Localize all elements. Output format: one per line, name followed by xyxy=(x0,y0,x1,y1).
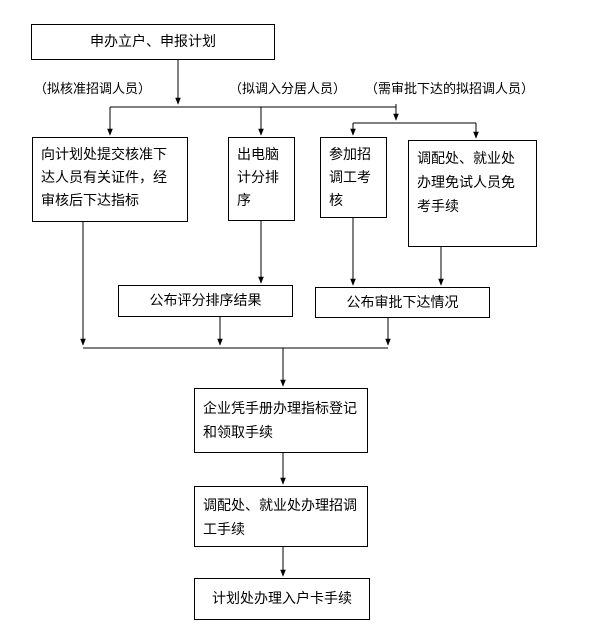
exempt-text: 调配处、就业处办理免试人员免考手续 xyxy=(417,151,515,215)
publish-approval-box: 公布审批下达情况 xyxy=(315,287,490,318)
computer-rank-text: 出电脑计分排序 xyxy=(237,147,279,209)
recruit-box: 调配处、就业处办理招调工手续 xyxy=(194,486,368,547)
submit-docs-box: 向计划处提交核准下达人员有关证件，经审核后下达指标 xyxy=(32,137,188,222)
computer-rank-box: 出电脑计分排序 xyxy=(228,137,295,221)
exam-text: 参加招调工考核 xyxy=(329,147,371,209)
label-settle: （拟调入分居人员） xyxy=(229,82,347,97)
publish-rank-text: 公布评分排序结果 xyxy=(149,293,262,309)
register-text: 企业凭手册办理指标登记和领取手续 xyxy=(203,401,357,441)
start-box: 申办立户、申报计划 xyxy=(31,24,275,60)
household-box: 计划处办理入户卡手续 xyxy=(194,578,370,620)
exempt-box: 调配处、就业处办理免试人员免考手续 xyxy=(408,140,537,247)
publish-approval-text: 公布审批下达情况 xyxy=(346,294,459,311)
publish-rank-box: 公布评分排序结果 xyxy=(118,285,293,317)
label-approved: （拟核准招调人员） xyxy=(34,82,152,97)
register-box: 企业凭手册办理指标登记和领取手续 xyxy=(194,388,368,453)
start-box-text: 申办立户、申报计划 xyxy=(90,34,216,50)
exam-box: 参加招调工考核 xyxy=(320,137,387,218)
recruit-text: 调配处、就业处办理招调工手续 xyxy=(203,498,357,538)
label-approval-needed: （需审批下达的拟招调人员） xyxy=(365,82,535,97)
household-text: 计划处办理入户卡手续 xyxy=(212,591,352,607)
submit-docs-text: 向计划处提交核准下达人员有关证件，经审核后下达指标 xyxy=(41,147,167,209)
